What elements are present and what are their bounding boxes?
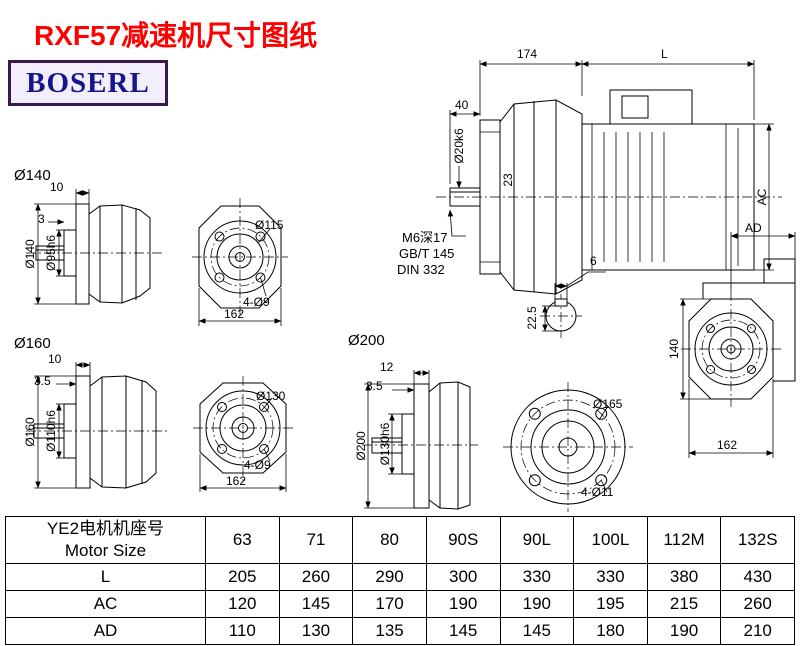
view-flange200-side xyxy=(362,370,478,510)
dim-f140-step: 3 xyxy=(38,212,45,226)
note-tap-standard-gb: GB/T 145 xyxy=(399,246,455,261)
table-header-cn: YE2电机机座号 xyxy=(46,518,165,538)
table-cell: 110 xyxy=(205,617,280,645)
brand-logo: BOSERL xyxy=(8,60,168,106)
table-cell: 215 xyxy=(646,590,722,618)
view-flange200-front xyxy=(503,382,633,512)
view-flange160-side xyxy=(26,362,170,489)
dim-f200-bolt-circle: Ø165 xyxy=(593,397,623,411)
table-size-col: 90L xyxy=(499,516,575,564)
dim-f200-od: Ø200 xyxy=(354,431,368,461)
dim-f160-label: Ø160 xyxy=(14,335,51,352)
table-cell: 180 xyxy=(573,617,648,645)
dim-f200-label: Ø200 xyxy=(348,332,385,349)
dim-f160-width: 162 xyxy=(226,474,247,488)
dim-f140-thickness: 10 xyxy=(50,180,64,194)
view-flange140-side xyxy=(26,189,164,305)
dim-asm-shaft-dia: Ø20k6 xyxy=(452,128,466,164)
table-size-col: 71 xyxy=(278,516,354,564)
dim-f160-spigot: Ø110h6 xyxy=(44,410,58,452)
table-row-label-AC: AC xyxy=(5,590,206,618)
table-header-en: Motor Size xyxy=(64,541,147,560)
dim-f160-od: Ø160 xyxy=(23,417,37,447)
table-cell: 205 xyxy=(205,563,280,591)
table-cell: 170 xyxy=(352,590,427,618)
table-row-label-AD: AD xyxy=(5,617,206,645)
dim-f140-label: Ø140 xyxy=(14,167,51,184)
table-size-col: 100L xyxy=(573,516,648,564)
dim-f140-width: 162 xyxy=(224,307,245,321)
table-row-label-L: L xyxy=(5,563,206,591)
dim-f140-bolt-circle: Ø115 xyxy=(255,218,284,232)
dim-asm-front-length: 174 xyxy=(517,47,538,61)
dim-front-width: 162 xyxy=(717,438,738,452)
dim-f200-thickness: 12 xyxy=(380,360,394,374)
dim-asm-key-width: 6 xyxy=(590,254,597,268)
dim-f200-spigot: Ø130h6 xyxy=(378,422,392,466)
table-cell: 260 xyxy=(720,590,795,618)
note-tap-size: M6深17 xyxy=(402,230,448,245)
table-cell: 120 xyxy=(205,590,280,618)
view-flange140-front xyxy=(192,198,288,326)
dim-asm-hub-width: 23 xyxy=(501,173,515,187)
table-cell: 430 xyxy=(720,563,795,591)
table-cell: 145 xyxy=(499,617,575,645)
view-assembly xyxy=(436,60,782,338)
dim-asm-motor-length: L xyxy=(661,47,668,61)
dim-f160-step: 3.5 xyxy=(34,374,51,388)
table-header-motor-size: YE2电机机座号 Motor Size xyxy=(5,516,206,564)
table-cell: 145 xyxy=(278,590,354,618)
page-title: RXF57减速机尺寸图纸 xyxy=(34,20,318,51)
table-size-col: 90S xyxy=(425,516,501,564)
table-size-col: 112M xyxy=(646,516,722,564)
dim-f160-thickness: 10 xyxy=(48,352,62,366)
table-cell: 210 xyxy=(720,617,795,645)
table-cell: 300 xyxy=(425,563,501,591)
table-cell: 130 xyxy=(278,617,354,645)
table-cell: 190 xyxy=(425,590,501,618)
table-size-col: 80 xyxy=(352,516,427,564)
dim-f200-holes: 4-Ø11 xyxy=(581,485,614,499)
table-cell: 145 xyxy=(425,617,501,645)
dim-f200-step: 3.5 xyxy=(366,379,383,393)
dim-f140-spigot: Ø95h6 xyxy=(44,234,58,272)
table-cell: 135 xyxy=(352,617,427,645)
dim-f160-bolt-circle: Ø130 xyxy=(256,389,286,403)
table-cell: 260 xyxy=(278,563,354,591)
dim-front-height: 140 xyxy=(667,338,681,360)
dim-front-ad: AD xyxy=(745,221,762,235)
dimension-table: YE2电机机座号 Motor Size 63 71 80 90S 90L 100… xyxy=(5,516,795,645)
dim-f140-holes: 4-Ø9 xyxy=(243,295,270,309)
dim-asm-key-height: 22.5 xyxy=(525,306,539,330)
brand-logo-text: BOSERL xyxy=(26,66,150,99)
note-tap-standard-din: DIN 332 xyxy=(397,262,445,277)
table-cell: 290 xyxy=(352,563,427,591)
table-size-col: 63 xyxy=(205,516,280,564)
dim-f160-holes: 4-Ø9 xyxy=(244,458,271,472)
table-cell: 190 xyxy=(646,617,722,645)
table-cell: 380 xyxy=(646,563,722,591)
table-cell: 330 xyxy=(499,563,575,591)
dim-asm-motor-height: AC xyxy=(755,188,769,206)
view-unit-front xyxy=(680,232,796,458)
view-flange160-front xyxy=(193,376,293,492)
table-size-col: 132S xyxy=(720,516,795,564)
dim-asm-shaft-length: 40 xyxy=(455,98,469,112)
table-cell: 190 xyxy=(499,590,575,618)
table-cell: 330 xyxy=(573,563,648,591)
table-cell: 195 xyxy=(573,590,648,618)
dim-f140-od: Ø140 xyxy=(23,239,37,269)
